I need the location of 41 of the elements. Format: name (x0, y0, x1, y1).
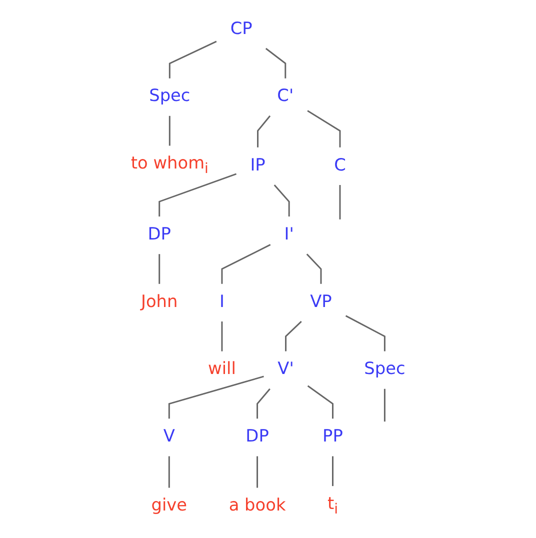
node-text: t$_{i}$ (327, 494, 338, 518)
node-text: CP (230, 18, 252, 39)
connector (306, 254, 322, 284)
node-text: John (140, 292, 178, 312)
connector (256, 456, 258, 488)
connector (168, 376, 264, 419)
node-text: VP (310, 292, 332, 312)
connector (274, 184, 290, 217)
connector (158, 254, 160, 284)
connector (256, 115, 270, 148)
connector (168, 456, 170, 488)
node-text: DP (246, 426, 269, 447)
connector (345, 315, 386, 352)
node-text: C' (277, 86, 294, 106)
node-text: Spec (149, 86, 190, 106)
node-text: IP (250, 155, 266, 176)
node-text: V (163, 426, 175, 447)
connector (168, 116, 170, 146)
connector (256, 388, 270, 419)
connector (221, 321, 223, 352)
node-text: V' (278, 359, 294, 380)
node-text: give (151, 496, 187, 516)
connector (339, 185, 341, 220)
node-text: will (208, 359, 236, 380)
connector (307, 110, 341, 148)
connector (221, 244, 271, 284)
node-text: PP (322, 426, 343, 447)
connector (284, 320, 302, 352)
connector (168, 40, 217, 78)
connector (265, 48, 286, 78)
connector (158, 173, 236, 217)
node-text: Spec (364, 359, 406, 380)
node-text: I' (284, 224, 294, 244)
node-text: a book (228, 496, 286, 516)
node-text: I (219, 292, 224, 312)
connector (307, 385, 334, 419)
connector (384, 388, 386, 422)
node-text: C (334, 155, 346, 176)
node-text: to whom$_{i}$ (130, 154, 208, 177)
connector (332, 456, 334, 486)
node-text: DP (148, 224, 171, 244)
